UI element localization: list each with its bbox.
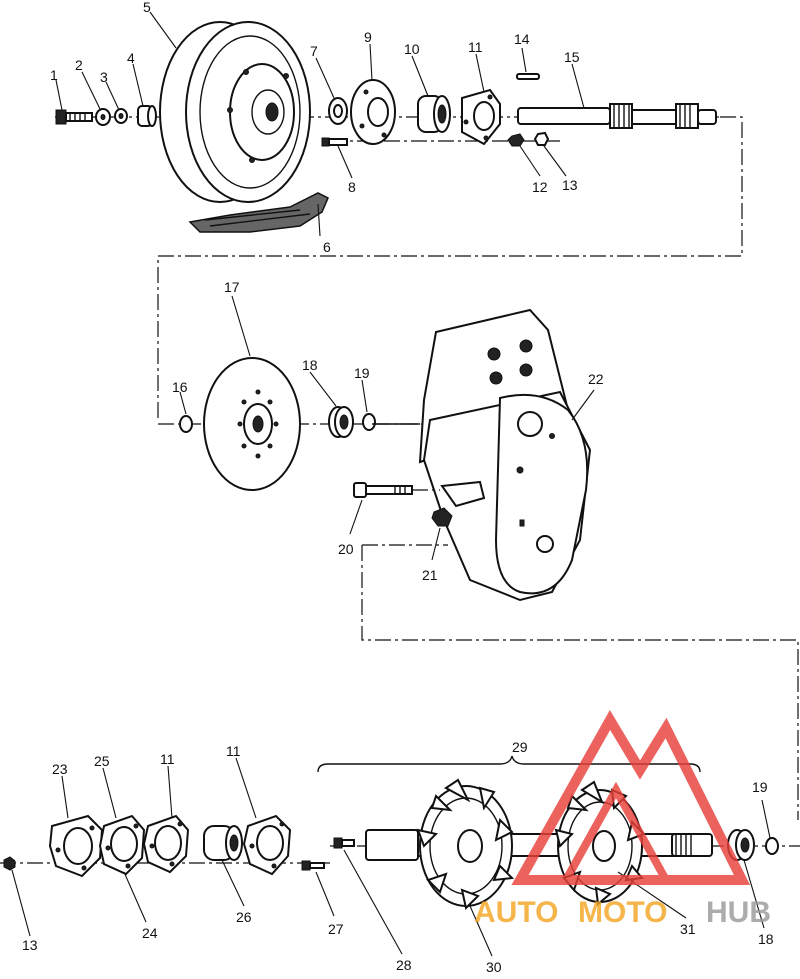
label-part-23: 23 [52,761,68,777]
bearing-part-10 [417,95,451,133]
automotohub-watermark: AUTO MOTO HUB [474,710,771,929]
label-part-4: 4 [127,50,135,66]
label-part-14: 14 [514,31,530,47]
plate-part-23 [48,814,104,878]
watermark-moto-text: MOTO [578,896,667,929]
label-part-5: 5 [143,0,151,15]
drive-pulley-part-5 [159,21,311,203]
connector-middle-to-bottom [361,544,799,820]
screw-part-8 [321,137,348,147]
label-part-6: 6 [323,239,331,255]
top-row [55,21,743,420]
watermark-auto-text: AUTO [474,896,558,929]
label-part-28: 28 [396,957,412,973]
label-part-15: 15 [564,49,580,65]
label-part-17: 17 [224,279,240,295]
bearing-flange-part-11 [461,88,501,146]
label-part-2: 2 [75,57,83,73]
key-part-14 [516,73,540,80]
watermark-logo-triangles [511,710,751,885]
label-part-9: 9 [364,29,372,45]
nut-part-21 [431,507,453,527]
label-part-19-middle: 19 [354,365,370,381]
label-part-26: 26 [236,909,252,925]
o-ring-part-19-bottom [765,837,779,855]
label-part-13-bottom: 13 [22,937,38,953]
bolt-part-27 [301,860,325,871]
label-part-10: 10 [404,41,420,57]
sprocket-part-30 [416,778,515,910]
watermark-hub-text: HUB [706,896,771,929]
brace-part-29 [317,755,701,773]
label-part-11-top: 11 [468,39,483,55]
label-part-13-top: 13 [562,177,578,193]
bottom-row [0,755,800,910]
label-part-25: 25 [94,753,110,769]
connector-top-to-middle [157,116,743,420]
bolt-part-20 [353,482,413,498]
label-part-24: 24 [142,925,158,941]
drive-belt-part-6 [188,192,329,233]
label-part-20: 20 [338,541,354,557]
nut-part-13-bottom [3,856,16,871]
disc-part-17 [203,357,301,491]
label-part-29: 29 [512,739,528,755]
label-part-30: 30 [486,959,502,974]
label-part-21: 21 [422,567,438,583]
label-part-22: 22 [588,371,604,387]
label-part-11-bottom-b: 11 [226,743,241,759]
middle-row [158,308,799,820]
label-part-19-bottom: 19 [752,779,768,795]
label-part-7: 7 [310,43,318,59]
washer-part-7 [328,97,348,125]
spacer-part-4 [137,105,157,127]
chaincase-part-22 [418,308,592,602]
bearing-part-18-middle [328,406,354,438]
part-number-labels: 1 2 3 4 5 6 7 8 9 10 11 12 13 14 15 16 1… [22,0,774,975]
label-part-16: 16 [172,379,188,395]
label-part-18-middle: 18 [302,357,318,373]
label-part-8: 8 [348,179,356,195]
leader-lines [11,11,771,957]
drive-axle-assembly-part-29 [317,755,713,910]
label-part-18-bottom: 18 [758,931,774,947]
o-ring-part-16 [179,415,193,433]
label-part-1: 1 [50,67,58,83]
label-part-11-bottom-a: 11 [160,751,175,767]
bearing-flange-part-11-bottom-b [242,814,292,876]
label-part-3: 3 [100,69,108,85]
o-ring-part-19-middle [362,413,376,431]
flange-part-9 [350,79,396,145]
label-part-12: 12 [532,179,548,195]
gasket-part-24-25 [98,814,146,876]
bolt-part-1 [55,109,93,125]
screw-part-28 [333,837,355,849]
bearing-part-26 [203,825,243,861]
shaft-part-15 [517,103,717,129]
bearing-flange-part-11-bottom-a [142,814,190,874]
label-part-27: 27 [328,921,344,937]
nut-part-12 [507,133,525,147]
nut-part-13-top [533,131,550,146]
label-part-31: 31 [680,921,696,937]
